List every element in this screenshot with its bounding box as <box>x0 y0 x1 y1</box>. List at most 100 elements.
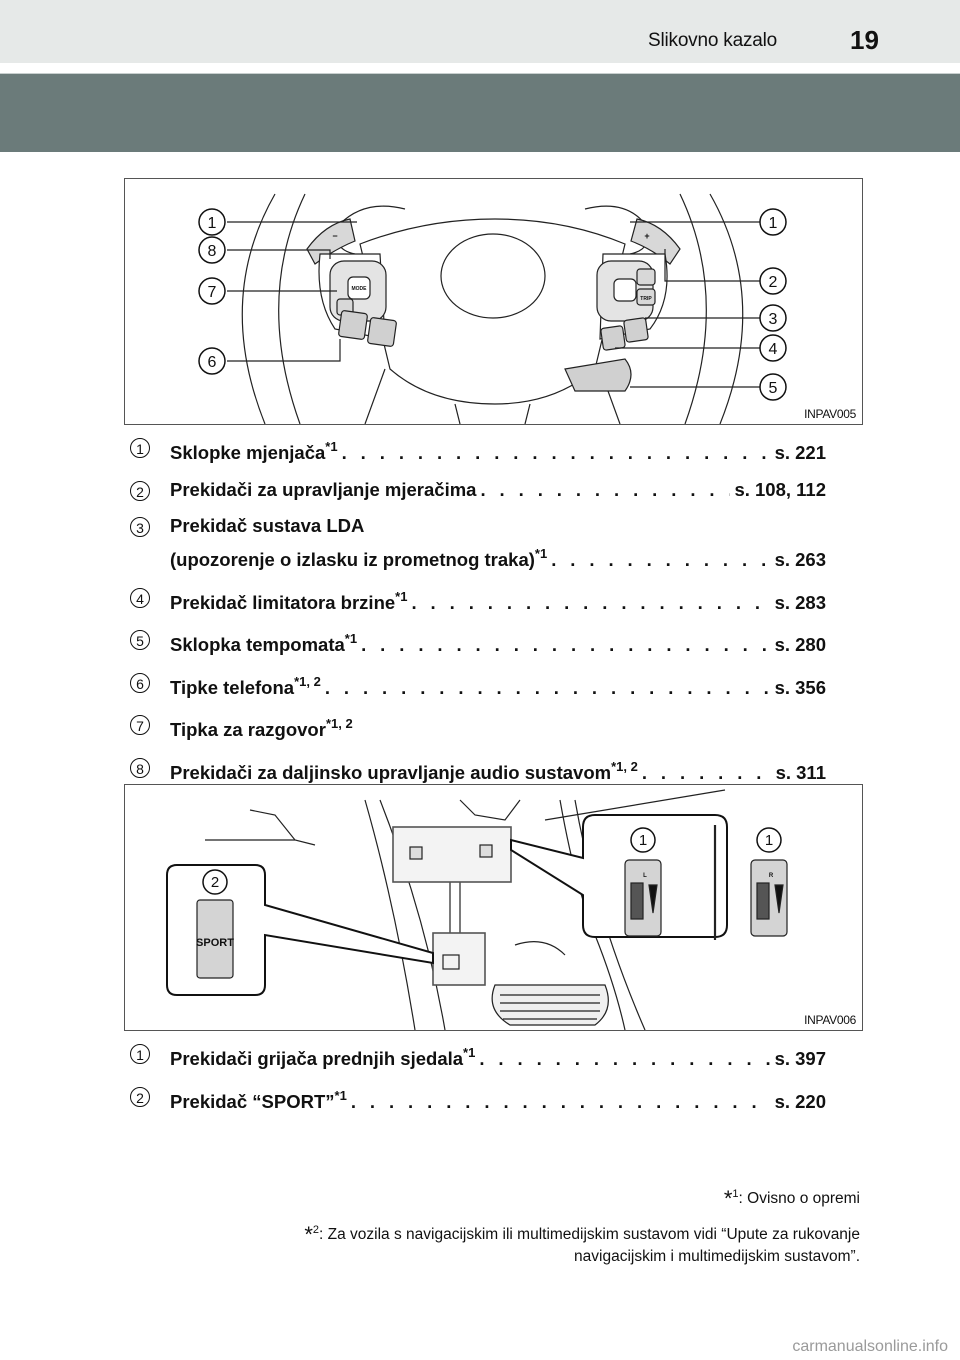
console-figure: 2 1 1 SPORT L R INPAV006 <box>124 784 863 1031</box>
item-footnote-ref: *1 <box>395 588 408 604</box>
item-number: 7 <box>130 715 150 735</box>
callout-4: 4 <box>769 341 778 358</box>
item-number: 8 <box>130 757 150 778</box>
item-text: Sklopke mjenjača <box>170 442 326 463</box>
list-item: 5 Sklopka tempomata*1 . . . . . . . . . … <box>130 629 826 655</box>
leader-dots: . . . . . . . . . . . . . . . . . . . . … <box>411 592 770 613</box>
page-header: Slikovno kazalo 19 <box>0 0 960 63</box>
item-text: Prekidači grijača prednjih sjedala <box>170 1048 464 1069</box>
seat-heater-right-label: R <box>769 873 774 879</box>
page-number: 19 <box>850 25 879 55</box>
item-text: Tipka za razgovor <box>170 719 326 740</box>
leader-dots: . . . . . . . . . . . . . . . . . . . . … <box>341 443 771 463</box>
item-number: 3 <box>130 517 150 537</box>
item-footnote-ref: *1 <box>325 439 338 454</box>
steering-wheel-figure: 1 8 7 6 1 2 3 4 5 MODE TRIP − + INPAV005 <box>124 178 863 425</box>
page-ref[interactable]: s. 220 <box>774 1090 826 1112</box>
item-text: Tipke telefona <box>170 676 295 698</box>
list-item: 3 Prekidač sustava LDA <box>130 515 826 537</box>
item-footnote-ref: *1 <box>334 1087 347 1103</box>
item-text: Prekidač “SPORT” <box>170 1090 335 1112</box>
item-footnote-ref: *1, 2 <box>294 673 321 689</box>
figure-code: INPAV006 <box>804 1013 856 1027</box>
page-ref[interactable]: s. 311 <box>775 761 826 783</box>
trip-button-label: TRIP <box>640 296 652 302</box>
item-text: Prekidač sustava LDA <box>170 515 365 536</box>
footnote-text: : Za vozila s navigacijskim ili multimed… <box>319 1226 860 1243</box>
console-illustration: 2 1 1 SPORT L R <box>166 789 788 1030</box>
list-item: 7 Tipka za razgovor*1, 2 <box>130 714 826 740</box>
page-ref[interactable]: s. 263 <box>774 549 826 570</box>
seat-heater-left-label: L <box>643 873 647 879</box>
list-item: 1 Sklopke mjenjača*1 . . . . . . . . . .… <box>130 437 826 463</box>
list-item: 2 Prekidači za upravljanje mjeračima . .… <box>130 478 826 501</box>
list-item: 6 Tipke telefona*1, 2 . . . . . . . . . … <box>130 672 826 698</box>
page-ref[interactable]: s. 280 <box>774 634 826 655</box>
steering-wheel-illustration: 1 8 7 6 1 2 3 4 5 MODE TRIP − + <box>198 193 787 424</box>
leader-dots: . . . . . . . . . . . . . . . . . . . . … <box>361 635 771 655</box>
page-ref[interactable]: s. 108, 112 <box>734 478 826 500</box>
list-item: 4 Prekidač limitatora brzine*1 . . . . .… <box>130 587 826 613</box>
item-number: 1 <box>130 438 150 458</box>
item-footnote-ref: *1 <box>534 546 548 561</box>
callout-2: 2 <box>211 874 219 891</box>
callout-2: 2 <box>769 274 778 291</box>
leader-dots: . . . . . . . . . . . . . . . . . . . . … <box>641 762 772 783</box>
page-ref[interactable]: s. 356 <box>774 676 826 698</box>
callout-5: 5 <box>769 380 778 397</box>
page-ref[interactable]: s. 283 <box>774 591 826 613</box>
item-number: 5 <box>130 630 150 650</box>
item-footnote-ref: *1 <box>463 1045 476 1060</box>
footnote-mark: * <box>304 1222 313 1247</box>
leader-dots: . . . . . . . . . . . . . . . . . . . . … <box>479 1049 770 1069</box>
list-item: 8 Prekidači za daljinsko upravljanje aud… <box>130 757 826 783</box>
item-number: 6 <box>130 672 150 693</box>
footnote-2: *2: Za vozila s navigacijskim ili multim… <box>160 1222 860 1266</box>
console-switch-list: 1 Prekidači grijača prednjih sjedala*1 .… <box>130 1043 826 1128</box>
leader-dots: . . . . . . . . . . . . . . . . . . . . … <box>324 677 771 698</box>
section-title: Slikovno kazalo <box>648 30 778 51</box>
item-number: 4 <box>130 587 150 608</box>
callout-1-right-seat: 1 <box>765 832 773 849</box>
item-footnote-ref: *1 <box>344 631 358 646</box>
callout-6: 6 <box>208 354 217 371</box>
item-text: Prekidači za upravljanje mjeračima <box>170 478 477 500</box>
item-text: Sklopka tempomata <box>170 634 345 655</box>
page-ref[interactable]: s. 221 <box>774 442 826 463</box>
leader-dots: . . . . . . . . . . . . . . . . . . . . … <box>350 1091 771 1112</box>
footnote-1: *1: Ovisno o opremi <box>724 1186 860 1212</box>
leader-dots: . . . . . . . . . . . . . . . . . . . . … <box>551 550 771 570</box>
mode-button-label: MODE <box>352 286 368 292</box>
callout-7: 7 <box>208 284 217 301</box>
footnote-index: 2 <box>312 1224 320 1236</box>
callout-3: 3 <box>769 311 778 328</box>
paddle-minus-label: − <box>332 231 337 241</box>
callout-1-left: 1 <box>208 215 217 232</box>
footnote-index: 1 <box>732 1188 739 1200</box>
footnote-text-continued: navigacijskim i multimedijskim sustavom”… <box>574 1248 860 1265</box>
paddle-plus-label: + <box>644 231 649 241</box>
watermark[interactable]: carmanualsonline.info <box>792 1338 948 1355</box>
item-text: (upozorenje o izlasku iz prometnog traka… <box>170 549 535 570</box>
footnote-mark: * <box>723 1186 733 1211</box>
list-item: 1 Prekidači grijača prednjih sjedala*1 .… <box>130 1043 826 1069</box>
figure-code: INPAV005 <box>804 407 856 421</box>
steering-switch-list: 1 Sklopke mjenjača*1 . . . . . . . . . .… <box>130 437 826 799</box>
item-text: Prekidač limitatora brzine <box>170 591 396 613</box>
item-text: Prekidači za daljinsko upravljanje audio… <box>170 761 612 783</box>
item-number: 2 <box>130 1086 150 1107</box>
list-item-continued: (upozorenje o izlasku iz prometnog traka… <box>130 544 826 570</box>
callout-8: 8 <box>208 243 217 260</box>
item-footnote-ref: *1, 2 <box>611 758 638 774</box>
item-number: 2 <box>130 480 150 501</box>
header-band <box>0 73 960 152</box>
sport-button-label: SPORT <box>196 937 234 949</box>
leader-dots: . . . . . . . . . . . . . . . . . . . . … <box>480 479 730 500</box>
item-number: 1 <box>130 1044 150 1064</box>
footnote-text: : Ovisno o opremi <box>738 1190 860 1207</box>
item-footnote-ref: *1, 2 <box>325 716 353 731</box>
callout-1-left-seat: 1 <box>639 832 647 849</box>
callout-1-right: 1 <box>769 215 778 232</box>
page-ref[interactable]: s. 397 <box>774 1048 826 1069</box>
callout-circles <box>198 208 787 401</box>
